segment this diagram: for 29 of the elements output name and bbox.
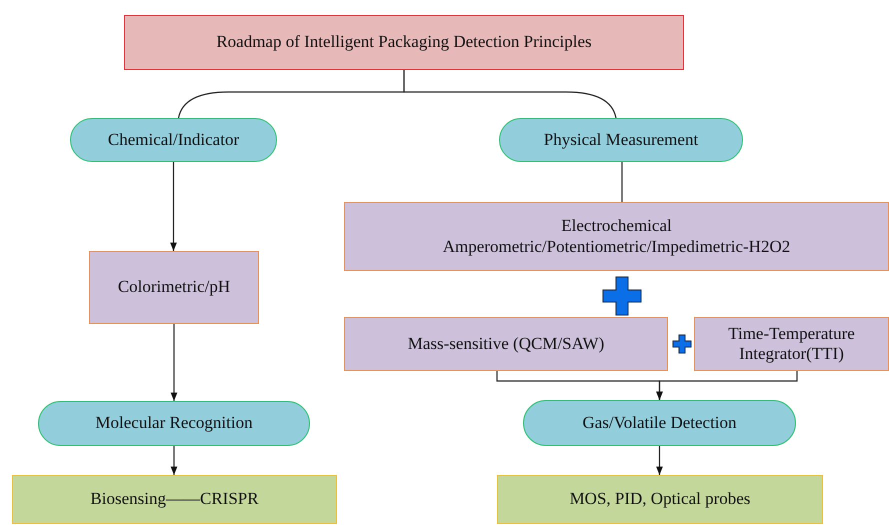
node-label: Gas/Volatile Detection: [581, 412, 738, 434]
category-pill: [523, 400, 796, 446]
arrow: [170, 162, 177, 251]
connector-line: [621, 162, 623, 202]
node-label: Roadmap of Intelligent Packaging Detection Principles: [215, 32, 593, 53]
result-box: [497, 475, 823, 524]
result-box: [12, 475, 337, 524]
node-label: Biosensing——CRISPR: [89, 489, 260, 510]
node-label: Molecular Recognition: [94, 413, 254, 434]
node-label: MOS, PID, Optical probes: [568, 489, 752, 510]
method-box: [694, 317, 889, 371]
arrow: [170, 446, 178, 475]
node-label: Mass-sensitive (QCM/SAW): [406, 334, 606, 354]
arrow: [656, 446, 663, 475]
method-box: [344, 317, 668, 371]
arrow: [170, 324, 178, 401]
title-box: [124, 15, 684, 70]
node-label: Time-Temperature Integrator(TTI): [727, 324, 856, 364]
category-pill: [70, 118, 277, 162]
method-box: [344, 202, 889, 271]
node-label: Colorimetric/pH: [116, 277, 232, 298]
category-pill: [499, 118, 743, 162]
connector-line: [403, 70, 617, 118]
arrow: [656, 371, 798, 400]
method-box: [89, 251, 259, 324]
category-pill: [38, 401, 310, 446]
node-label: Physical Measurement: [542, 130, 700, 150]
node-label: Electrochemical Amperometric/Potentiometric/Impedimetric-H2O2: [442, 216, 792, 257]
node-label: Chemical/Indicator: [106, 130, 240, 150]
